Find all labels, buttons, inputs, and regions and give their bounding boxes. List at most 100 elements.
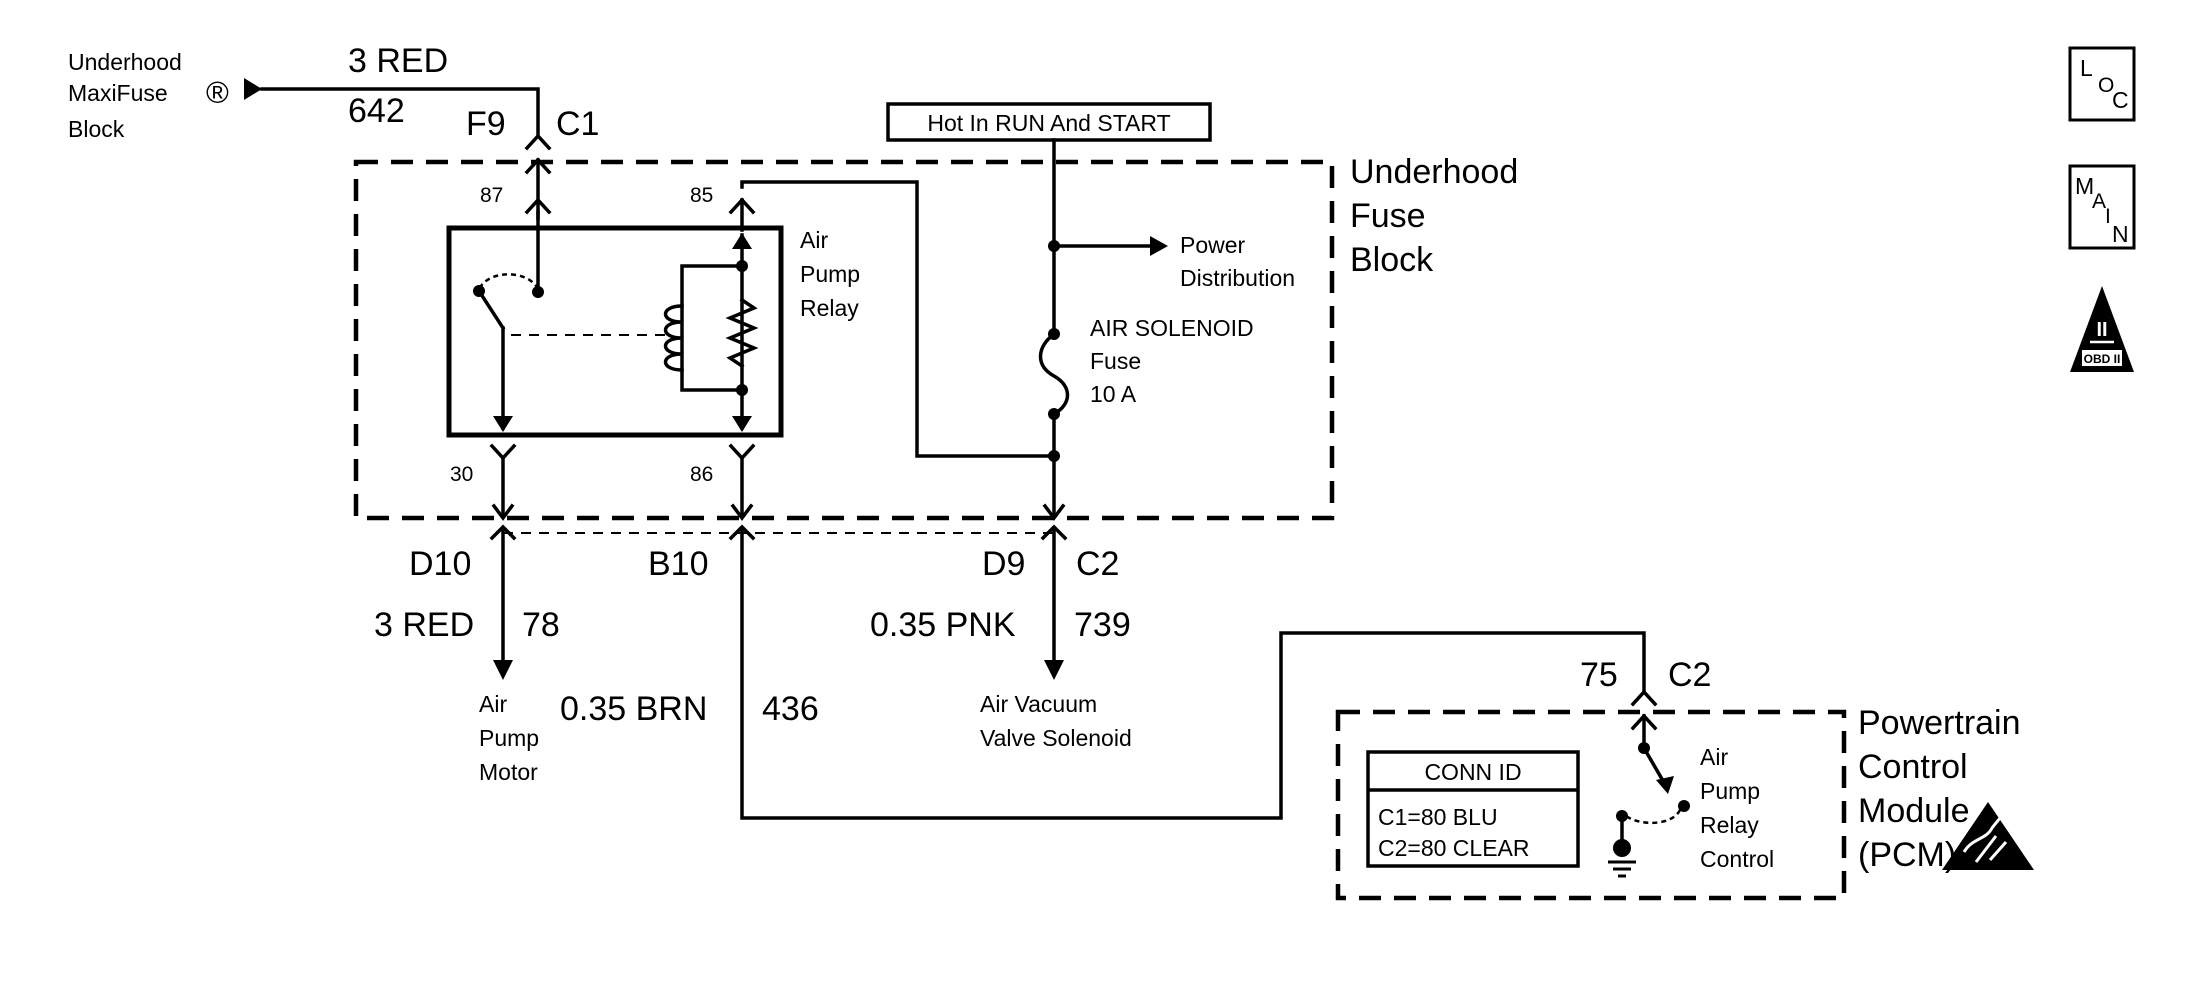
control-wire-436: [740, 526, 1646, 820]
source-label-line-2: MaxiFuse: [68, 80, 168, 106]
c1-connector-female-icon: [524, 133, 552, 151]
switch-throw-arc: [479, 273, 540, 290]
d9-connector-female-icon: [1042, 503, 1066, 521]
conn-id-header: CONN ID: [1424, 759, 1521, 785]
pcm-control-line-2: Pump: [1700, 778, 1760, 804]
motor-arrow-icon: [493, 660, 513, 680]
solenoid-arrow-icon: [1044, 660, 1064, 680]
feed-wire-size-color: 3 RED: [348, 42, 448, 80]
relay-coil-icon: [663, 304, 684, 372]
hot-in-run-start-label: Hot In RUN And START: [927, 110, 1170, 136]
relay-name-line-2: Pump: [800, 261, 860, 287]
power-distribution-arrow-icon: [1150, 236, 1168, 256]
maxifuse-source: Underhood MaxiFuse ® Block: [68, 49, 540, 142]
solenoid-wire-circuit: 739: [1074, 606, 1131, 644]
conn-id-row-2: C2=80 CLEAR: [1378, 835, 1530, 861]
terminal-86: 86: [690, 463, 713, 486]
pcm-title-line-2: Control: [1858, 748, 1968, 786]
cavity-f9: F9: [466, 105, 506, 143]
connector-b10: B10: [648, 545, 709, 583]
fuse-label-line-2: Fuse: [1090, 348, 1141, 374]
obd-ii-icon: II OBD II: [2070, 286, 2134, 372]
pcm-switch-contact: [1678, 800, 1690, 812]
air-pump-relay-box: [446, 225, 784, 438]
air-solenoid-fuse-icon: [1038, 331, 1070, 417]
switch-fixed-contact: [532, 286, 544, 298]
solenoid-label-line-2: Valve Solenoid: [980, 725, 1132, 751]
fuse-block-title-line-1: Underhood: [1350, 153, 1518, 191]
hot-in-run-start-box: [886, 102, 1212, 142]
loc-icon: L O C: [2068, 46, 2136, 122]
connector-d10: D10: [409, 545, 471, 583]
obd-ii-label: OBD II: [2084, 352, 2121, 366]
ground-icon: [1608, 860, 1636, 878]
switch-common-arrow-icon: [493, 416, 513, 432]
underhood-fuse-block-outline: [353, 159, 1335, 521]
t30-connector-female-icon: [491, 503, 515, 521]
fuse-block-title-line-2: Fuse: [1350, 197, 1426, 235]
coil-node-top: [736, 260, 748, 272]
pcm-title-line-1: Powertrain: [1858, 704, 2021, 742]
pcm-c2-connector-female-icon: [1630, 689, 1658, 707]
t87-connector-female-icon: [524, 197, 552, 215]
coil-node-bottom: [736, 384, 748, 396]
control-wire-size-color: 0.35 BRN: [560, 690, 707, 728]
loc-letter-c: C: [2112, 87, 2129, 113]
power-distribution-line-2: Distribution: [1180, 265, 1295, 291]
motor-wire-size-color: 3 RED: [374, 606, 474, 644]
conn-id-row-1: C1=80 BLU: [1378, 804, 1498, 830]
motor-wire-circuit: 78: [522, 606, 560, 644]
motor-label-line-3: Motor: [479, 759, 538, 785]
t30-connector-male-icon: [489, 443, 517, 461]
terminal-85: 85: [690, 184, 713, 207]
pcm-pin-75: 75: [1580, 656, 1618, 694]
source-label-line-3: Block: [68, 116, 125, 142]
source-arrow-icon: [244, 78, 262, 100]
loc-letter-o: O: [2098, 74, 2114, 97]
connector-d9: D9: [982, 545, 1025, 583]
suppression-resistor-icon: [725, 297, 759, 369]
pcm-title-line-4: (PCM): [1858, 836, 1956, 874]
obd-ii-symbol: II: [2096, 319, 2107, 341]
main-letter-a: A: [2092, 190, 2106, 213]
pcm-control-line-1: Air: [1700, 744, 1728, 770]
solenoid-wire-size-color: 0.35 PNK: [870, 606, 1016, 644]
esd-sensitive-icon: [1942, 802, 2034, 870]
fuse-label-line-1: AIR SOLENOID: [1090, 315, 1254, 341]
motor-label-line-2: Pump: [479, 725, 539, 751]
main-letter-n: N: [2112, 221, 2129, 247]
terminal-30: 30: [450, 463, 473, 486]
relay-name-line-1: Air: [800, 227, 828, 253]
fuse-label-line-3: 10 A: [1090, 381, 1137, 407]
pcm-control-line-3: Relay: [1700, 812, 1759, 838]
t86-connector-female-icon: [730, 503, 754, 521]
registered-mark: ®: [206, 75, 229, 110]
connector-c2-pcm: C2: [1668, 656, 1711, 694]
pcm-outline: [1335, 709, 1847, 901]
source-label-line-1: Underhood: [68, 49, 182, 75]
power-distribution-line-1: Power: [1180, 232, 1246, 258]
pcm-control-line-4: Control: [1700, 846, 1774, 872]
coil-left-wire: [680, 264, 744, 392]
terminal-87: 87: [480, 184, 503, 207]
pcm-title-line-3: Module: [1858, 792, 1970, 830]
main-letter-i: I: [2105, 205, 2111, 228]
relay-name-line-3: Relay: [800, 295, 859, 321]
switch-blade-icon: [476, 288, 506, 331]
t86-connector-male-icon: [728, 443, 756, 461]
fuse-output-junction: [1048, 450, 1060, 462]
solenoid-label-line-1: Air Vacuum: [980, 691, 1097, 717]
pcm-switch-arrow-icon: [1656, 776, 1674, 794]
t85-inner-arrow-icon: [732, 233, 752, 249]
t85-feed-wire: [740, 180, 1056, 458]
fuse-block-title-line-3: Block: [1350, 241, 1434, 279]
motor-label-line-1: Air: [479, 691, 507, 717]
control-wire-circuit: 436: [762, 690, 819, 728]
connector-c2-fuse-block: C2: [1076, 545, 1119, 583]
t86-inner-arrow-icon: [732, 416, 752, 432]
connector-c1: C1: [556, 105, 599, 143]
feed-wire-642: [260, 87, 540, 137]
loc-letter-l: L: [2080, 55, 2093, 81]
main-letter-m: M: [2075, 173, 2094, 199]
